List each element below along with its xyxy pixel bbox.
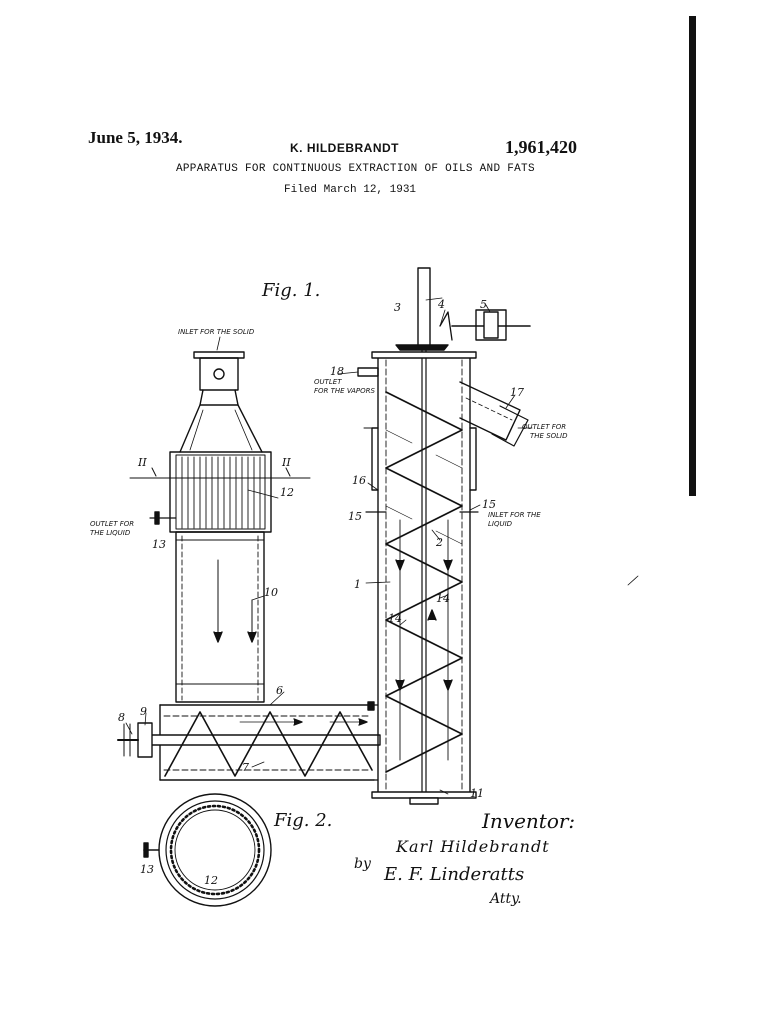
solid-outlet-17: [459, 381, 529, 447]
ref-15-left: 15: [348, 510, 362, 523]
ref-15-right: 15: [482, 498, 496, 511]
ref-1: 1: [354, 578, 361, 591]
inventor-label: Inventor:: [481, 809, 575, 833]
leader-lines: [125, 297, 639, 795]
label-outlet-liquid-2: THE LIQUID: [90, 529, 131, 537]
label-outlet-vapors-2: FOR THE VAPORS: [314, 387, 376, 395]
section-mark-left: II: [137, 456, 147, 469]
ref-8: 8: [118, 711, 125, 724]
ref-17: 17: [510, 386, 524, 399]
patent-title: APPARATUS FOR CONTINUOUS EXTRACTION OF O…: [176, 163, 535, 175]
filed-date: Filed March 12, 1931: [284, 184, 417, 196]
ref-13: 13: [152, 538, 166, 551]
horizontal-conveyor-6: [139, 704, 381, 781]
ref-5: 5: [480, 298, 487, 311]
fig2-title: Fig. 2.: [273, 810, 332, 831]
ref-7: 7: [242, 761, 249, 774]
left-chamber-10: [149, 511, 265, 703]
label-outlet-liquid-1: OUTLET FOR: [90, 520, 134, 528]
label-inlet-liquid-2: LIQUID: [488, 520, 513, 528]
vapor-outlet-18: [357, 367, 379, 377]
ref-12: 12: [280, 486, 294, 499]
fig2-ref-13: 13: [140, 863, 154, 876]
ref-3: 3: [394, 301, 401, 314]
ref-14-right: 14: [436, 592, 450, 605]
inlet-hopper: [179, 351, 263, 453]
patent-number: 1,961,420: [505, 137, 577, 157]
label-inlet-liquid-1: INLET FOR THE: [488, 511, 541, 519]
attorney-label: Atty.: [488, 891, 522, 907]
label-outlet-vapors-1: OUTLET: [314, 378, 342, 386]
bottom-connection: [367, 701, 379, 781]
inventor-signature: Karl Hildebrandt: [395, 837, 550, 856]
fig2-ref-12: 12: [204, 874, 218, 887]
ref-10: 10: [264, 586, 278, 599]
label-inlet-solid: INLET FOR THE SOLID: [178, 328, 255, 336]
label-outlet-solid-2: THE SOLID: [530, 432, 568, 440]
ref-18: 18: [330, 365, 344, 378]
ref-4: 4: [437, 298, 445, 311]
fig2-cross-section: [143, 793, 272, 907]
ref-6: 6: [276, 684, 283, 697]
section-mark-right: II: [281, 456, 291, 469]
label-outlet-solid-1: OUTLET FOR: [522, 423, 566, 431]
extraction-tower-1: [371, 351, 477, 805]
ref-16: 16: [352, 474, 366, 487]
ref-11: 11: [470, 787, 484, 800]
inventor-header: K. HILDEBRANDT: [290, 141, 399, 155]
drive-pulley-9: [117, 722, 153, 758]
ref-14-left: 14: [388, 612, 402, 625]
drive-shaft-3: [395, 267, 531, 799]
scan-edge-bar: [689, 16, 696, 496]
heating-jackets-16: [363, 427, 479, 513]
ref-2: 2: [435, 536, 443, 549]
by-label: by: [354, 856, 372, 872]
ref-9: 9: [140, 705, 147, 718]
fig1-title: Fig. 1.: [261, 280, 320, 301]
attorney-signature: E. F. Linderatts: [383, 864, 524, 885]
patent-date: June 5, 1934.: [88, 128, 183, 147]
